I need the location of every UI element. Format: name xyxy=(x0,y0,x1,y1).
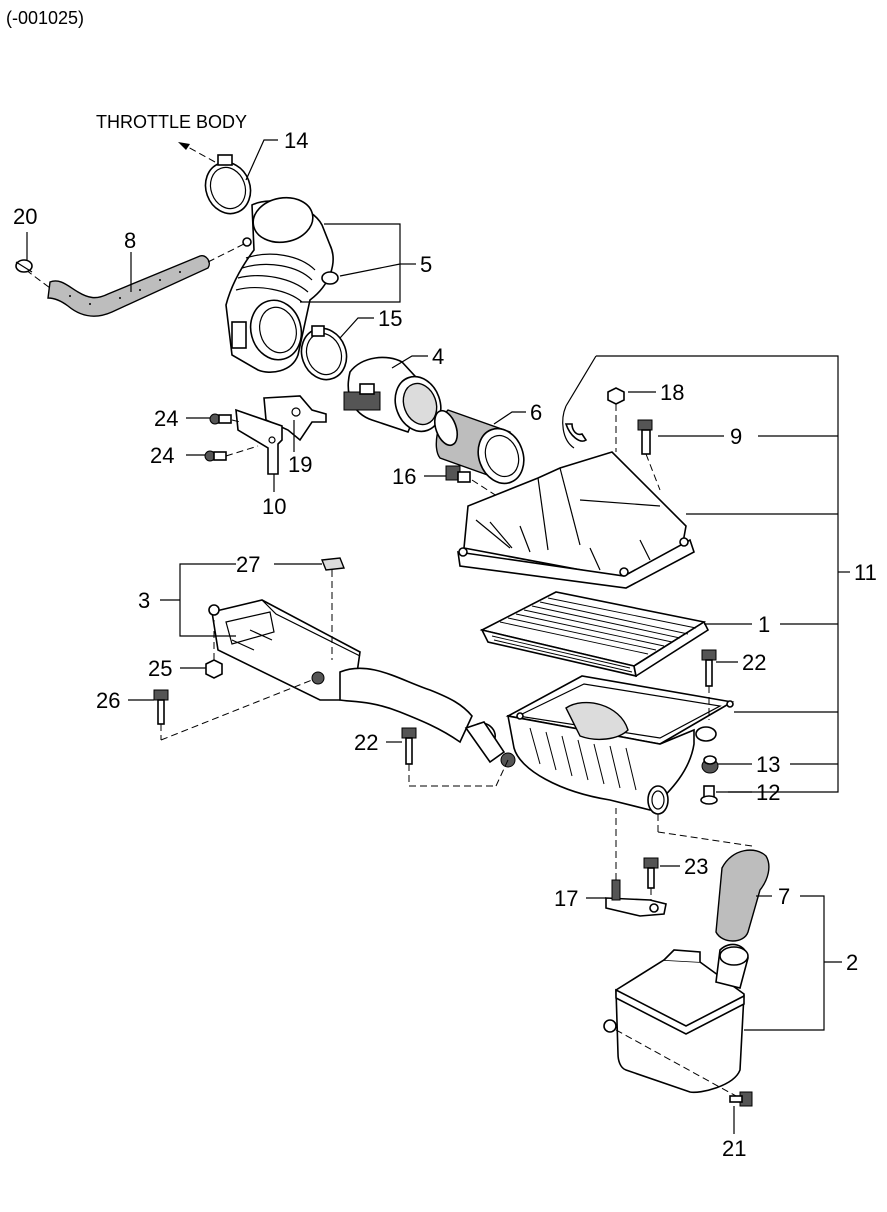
throttle-body-label: THROTTLE BODY xyxy=(96,112,247,132)
callout-26: 26 xyxy=(96,688,120,713)
bracket-10 xyxy=(235,408,283,475)
breather-hose-8 xyxy=(25,243,245,317)
hose-7 xyxy=(657,814,770,942)
air-cleaner-cover xyxy=(457,405,695,589)
callout-21: 21 xyxy=(722,1136,746,1161)
nut-18 xyxy=(607,387,625,452)
callout-16: 16 xyxy=(392,464,416,489)
callout-24-lower: 24 xyxy=(150,443,174,468)
callout-13: 13 xyxy=(756,752,780,777)
callout-11: 11 xyxy=(854,560,877,585)
callout-15: 15 xyxy=(378,306,402,331)
grommet-13 xyxy=(701,755,719,774)
callout-5: 5 xyxy=(420,252,432,277)
air-duct-3 xyxy=(208,599,506,764)
callout-6: 6 xyxy=(530,400,542,425)
diagram-range-code: (-001025) xyxy=(6,8,85,28)
callout-2: 2 xyxy=(846,950,858,975)
clamp-15 xyxy=(300,325,348,381)
bolt-26 xyxy=(153,679,313,741)
intake-hose-5 xyxy=(225,196,334,373)
callout-3: 3 xyxy=(138,588,150,613)
callout-10: 10 xyxy=(262,494,286,519)
bolt-24-upper xyxy=(209,413,241,425)
callout-8: 8 xyxy=(124,228,136,253)
air-filter-panel-1 xyxy=(479,591,710,678)
bolt-22-left xyxy=(401,727,509,787)
air-filter-element-6 xyxy=(433,409,525,485)
grommet-right-upper xyxy=(695,726,717,742)
bracket-17 xyxy=(605,808,667,917)
callout-27: 27 xyxy=(236,552,260,577)
bolt-21 xyxy=(729,1091,753,1107)
bolt-23 xyxy=(643,857,659,900)
callout-22-right: 22 xyxy=(742,650,766,675)
callout-9: 9 xyxy=(730,424,742,449)
callout-17: 17 xyxy=(554,886,578,911)
seal-27 xyxy=(321,557,345,660)
nut-25 xyxy=(205,616,223,679)
air-flow-sensor-4 xyxy=(343,356,442,433)
sensor-16 xyxy=(445,465,501,499)
callout-25: 25 xyxy=(148,656,172,681)
air-cleaner-lower-case xyxy=(500,675,735,815)
clip-20 xyxy=(15,259,33,273)
callout-22-left: 22 xyxy=(354,730,378,755)
callout-14: 14 xyxy=(284,128,308,153)
callout-4: 4 xyxy=(432,344,444,369)
clip-5 xyxy=(321,271,339,285)
leader-lines xyxy=(26,139,850,1134)
callout-23: 23 xyxy=(684,854,708,879)
callout-18: 18 xyxy=(660,380,684,405)
callout-7: 7 xyxy=(778,884,790,909)
callout-numbers: 14 20 8 5 15 4 18 6 24 9 24 19 16 10 27 … xyxy=(13,128,877,1161)
bolt-22-right xyxy=(701,649,717,720)
callout-24-upper: 24 xyxy=(154,406,178,431)
resonator-2 xyxy=(603,943,749,1097)
callout-20: 20 xyxy=(13,204,37,229)
throttle-body-arrow xyxy=(178,142,216,163)
collar-12 xyxy=(700,785,718,805)
bolt-9 xyxy=(637,419,661,491)
callout-12: 12 xyxy=(756,780,780,805)
callout-1: 1 xyxy=(758,612,770,637)
clamp-14 xyxy=(204,154,252,215)
callout-19: 19 xyxy=(288,452,312,477)
bolt-24-lower xyxy=(204,445,259,462)
